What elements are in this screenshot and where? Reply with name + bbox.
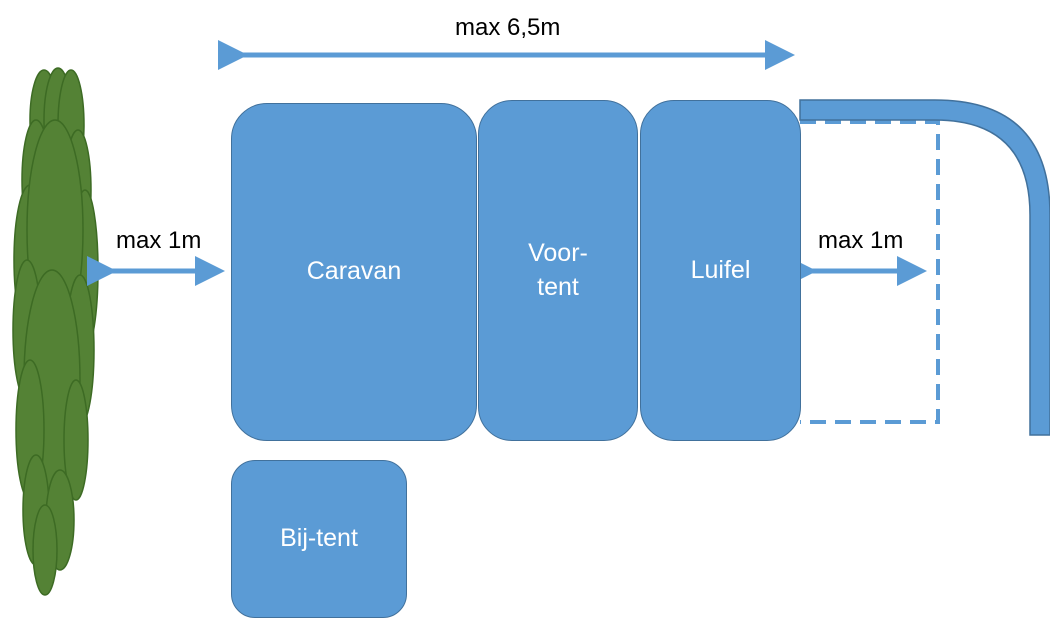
voortent-label: Voor- tent (528, 238, 588, 301)
voortent-box: Voor- tent (478, 100, 638, 441)
road-curve-icon (799, 99, 1050, 436)
caravan-box: Caravan (231, 103, 477, 441)
bijtent-label: Bij-tent (280, 524, 358, 553)
right-gap-label: max 1m (818, 227, 904, 254)
hedge-icon (12, 67, 99, 596)
dashed-extension-outline (800, 120, 940, 424)
caravan-label: Caravan (306, 257, 402, 286)
luifel-label: Luifel (690, 255, 751, 284)
luifel-box: Luifel (640, 100, 801, 441)
left-gap-label: max 1m (116, 227, 202, 254)
top-width-label: max 6,5m (455, 14, 561, 41)
bijtent-box: Bij-tent (231, 460, 407, 618)
